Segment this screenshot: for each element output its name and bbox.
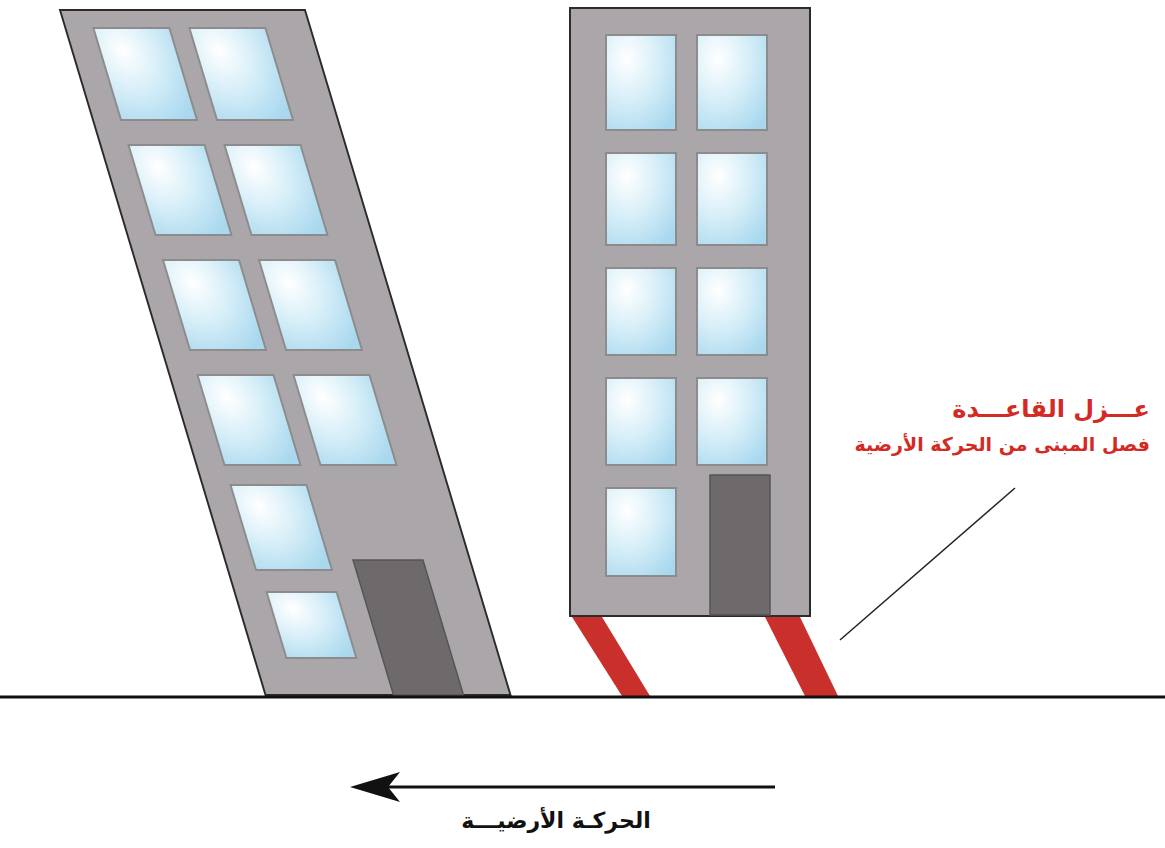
tilted-building — [60, 10, 511, 695]
isolated-building — [570, 8, 810, 616]
isolation-note: فصل المبنى من الحركة الأرضية — [854, 433, 1150, 455]
window — [93, 28, 197, 120]
ground-line — [0, 696, 1165, 699]
window — [267, 592, 357, 658]
window — [259, 260, 362, 350]
window — [697, 153, 767, 245]
window — [606, 35, 676, 130]
window — [697, 378, 767, 465]
window — [606, 488, 676, 576]
window — [231, 485, 333, 570]
window — [697, 268, 767, 355]
window — [198, 375, 301, 465]
window — [129, 145, 232, 235]
isolation-title: عـــزل القاعـــدة — [952, 395, 1150, 423]
motion-arrow — [380, 786, 775, 789]
arrow-head — [350, 772, 400, 802]
window — [606, 268, 676, 355]
window — [697, 35, 767, 130]
window — [606, 153, 676, 245]
window — [606, 378, 676, 465]
window — [189, 28, 293, 120]
isolator-leg — [572, 617, 650, 696]
leader-line — [840, 488, 1015, 640]
window — [294, 375, 397, 465]
isolator-leg — [765, 617, 838, 696]
motion-label: الحركـة الأرضيـــة — [461, 808, 650, 833]
window — [163, 260, 266, 350]
window — [225, 145, 328, 235]
